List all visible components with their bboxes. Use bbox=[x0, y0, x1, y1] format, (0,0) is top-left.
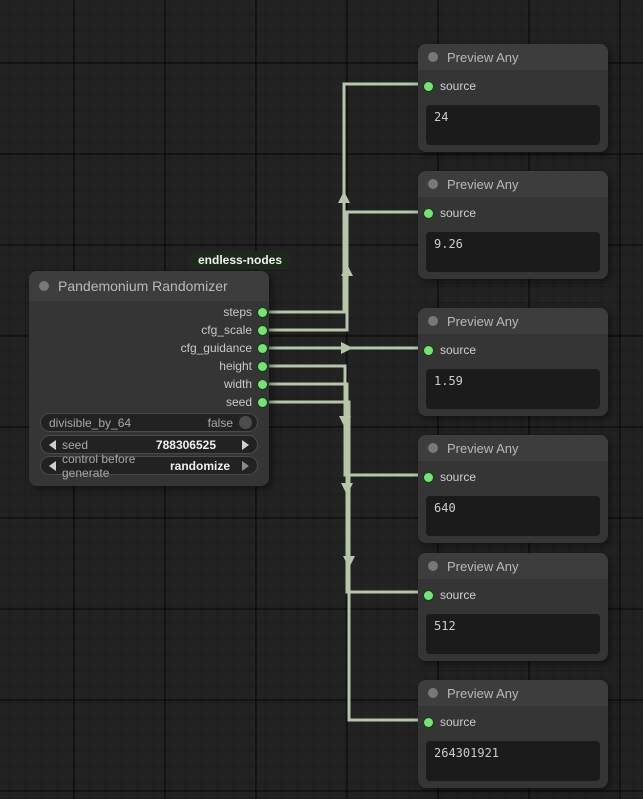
output-slot-icon[interactable] bbox=[258, 397, 267, 407]
node-preview-any-1[interactable]: Preview Any source 24 bbox=[418, 44, 608, 152]
input-slot-source[interactable]: source bbox=[424, 713, 476, 731]
node-title: Preview Any bbox=[447, 49, 519, 65]
next-option-arrow-icon[interactable] bbox=[242, 460, 249, 471]
output-slot-icon[interactable] bbox=[258, 343, 267, 353]
output-slot-seed[interactable]: seed bbox=[226, 393, 269, 411]
input-slot-icon[interactable] bbox=[424, 81, 433, 91]
increment-arrow-icon[interactable] bbox=[242, 439, 249, 450]
wire-arrow-down-icon bbox=[341, 483, 353, 495]
node-title-bar[interactable]: Preview Any bbox=[418, 308, 608, 334]
output-slot-icon[interactable] bbox=[258, 379, 267, 389]
wire-height bbox=[266, 364, 426, 477]
wire-cfg-scale bbox=[266, 210, 426, 332]
preview-textbox: 1.59 bbox=[426, 369, 600, 409]
wire-arrow-right-icon bbox=[341, 342, 353, 354]
input-slot-icon[interactable] bbox=[424, 590, 433, 600]
input-slot-source[interactable]: source bbox=[424, 77, 476, 95]
wire-arrow-up-icon bbox=[338, 191, 350, 203]
node-preview-any-4[interactable]: Preview Any source 640 bbox=[418, 435, 608, 543]
node-title: Pandemonium Randomizer bbox=[58, 278, 228, 294]
output-slot-width[interactable]: width bbox=[224, 375, 269, 393]
group-badge: endless-nodes bbox=[190, 251, 291, 269]
wire-arrow-down-icon bbox=[339, 416, 351, 428]
input-slot-source[interactable]: source bbox=[424, 341, 476, 359]
node-title-bar[interactable]: Preview Any bbox=[418, 680, 608, 706]
toggle-widget-divisible-by-64[interactable]: divisible_by_64 false bbox=[41, 414, 257, 431]
collapse-dot-icon[interactable] bbox=[428, 52, 438, 62]
preview-textbox: 24 bbox=[426, 105, 600, 145]
output-slot-icon[interactable] bbox=[258, 361, 267, 371]
input-slot-icon[interactable] bbox=[424, 345, 433, 355]
widget-label: control before generate bbox=[62, 451, 136, 480]
toggle-value: false bbox=[207, 415, 233, 430]
node-title-bar[interactable]: Preview Any bbox=[418, 44, 608, 70]
collapse-dot-icon[interactable] bbox=[428, 688, 438, 698]
toggle-knob-icon[interactable] bbox=[239, 416, 252, 429]
wire-arrow-down-icon bbox=[343, 556, 355, 568]
node-title-bar[interactable]: Pandemonium Randomizer bbox=[29, 271, 269, 301]
output-slot-height[interactable]: height bbox=[219, 357, 269, 375]
node-preview-any-2[interactable]: Preview Any source 9.26 bbox=[418, 171, 608, 279]
output-slot-icon[interactable] bbox=[258, 307, 267, 317]
decrement-arrow-icon[interactable] bbox=[49, 439, 56, 450]
node-pandemonium-randomizer[interactable]: Pandemonium Randomizer steps cfg_scale c… bbox=[29, 271, 269, 486]
collapse-dot-icon[interactable] bbox=[39, 281, 49, 291]
preview-textbox: 512 bbox=[426, 614, 600, 654]
input-slot-icon[interactable] bbox=[424, 472, 433, 482]
preview-textbox: 640 bbox=[426, 496, 600, 536]
combo-value[interactable]: randomize bbox=[169, 458, 230, 473]
node-title: Preview Any bbox=[447, 313, 519, 329]
wire-steps bbox=[266, 82, 426, 314]
node-preview-any-3[interactable]: Preview Any source 1.59 bbox=[418, 308, 608, 416]
collapse-dot-icon[interactable] bbox=[428, 443, 438, 453]
wire-width bbox=[266, 382, 426, 594]
prev-option-arrow-icon[interactable] bbox=[49, 460, 56, 471]
output-slot-steps[interactable]: steps bbox=[223, 303, 269, 321]
combo-widget-control-before-generate[interactable]: control before generate randomize bbox=[41, 452, 257, 480]
preview-textbox: 264301921 bbox=[426, 741, 600, 781]
node-preview-any-6[interactable]: Preview Any source 264301921 bbox=[418, 680, 608, 788]
number-widget-seed[interactable]: seed 788306525 bbox=[41, 436, 257, 453]
node-title-bar[interactable]: Preview Any bbox=[418, 171, 608, 197]
output-slot-cfg-scale[interactable]: cfg_scale bbox=[201, 321, 269, 339]
output-slot-icon[interactable] bbox=[258, 325, 267, 335]
node-title: Preview Any bbox=[447, 176, 519, 192]
collapse-dot-icon[interactable] bbox=[428, 561, 438, 571]
number-value[interactable]: 788306525 bbox=[155, 437, 216, 452]
input-slot-source[interactable]: source bbox=[424, 204, 476, 222]
output-slot-cfg-guidance[interactable]: cfg_guidance bbox=[181, 339, 269, 357]
node-preview-any-5[interactable]: Preview Any source 512 bbox=[418, 553, 608, 661]
node-title-bar[interactable]: Preview Any bbox=[418, 553, 608, 579]
widget-label: divisible_by_64 bbox=[49, 415, 132, 430]
collapse-dot-icon[interactable] bbox=[428, 179, 438, 189]
widget-label: seed bbox=[62, 437, 89, 452]
input-slot-source[interactable]: source bbox=[424, 586, 476, 604]
collapse-dot-icon[interactable] bbox=[428, 316, 438, 326]
node-title: Preview Any bbox=[447, 685, 519, 701]
input-slot-icon[interactable] bbox=[424, 208, 433, 218]
wire-seed bbox=[266, 400, 426, 722]
preview-textbox: 9.26 bbox=[426, 232, 600, 272]
node-title: Preview Any bbox=[447, 558, 519, 574]
input-slot-source[interactable]: source bbox=[424, 468, 476, 486]
node-title-bar[interactable]: Preview Any bbox=[418, 435, 608, 461]
input-slot-icon[interactable] bbox=[424, 717, 433, 727]
wire-arrow-up-icon bbox=[341, 264, 353, 276]
node-title: Preview Any bbox=[447, 440, 519, 456]
